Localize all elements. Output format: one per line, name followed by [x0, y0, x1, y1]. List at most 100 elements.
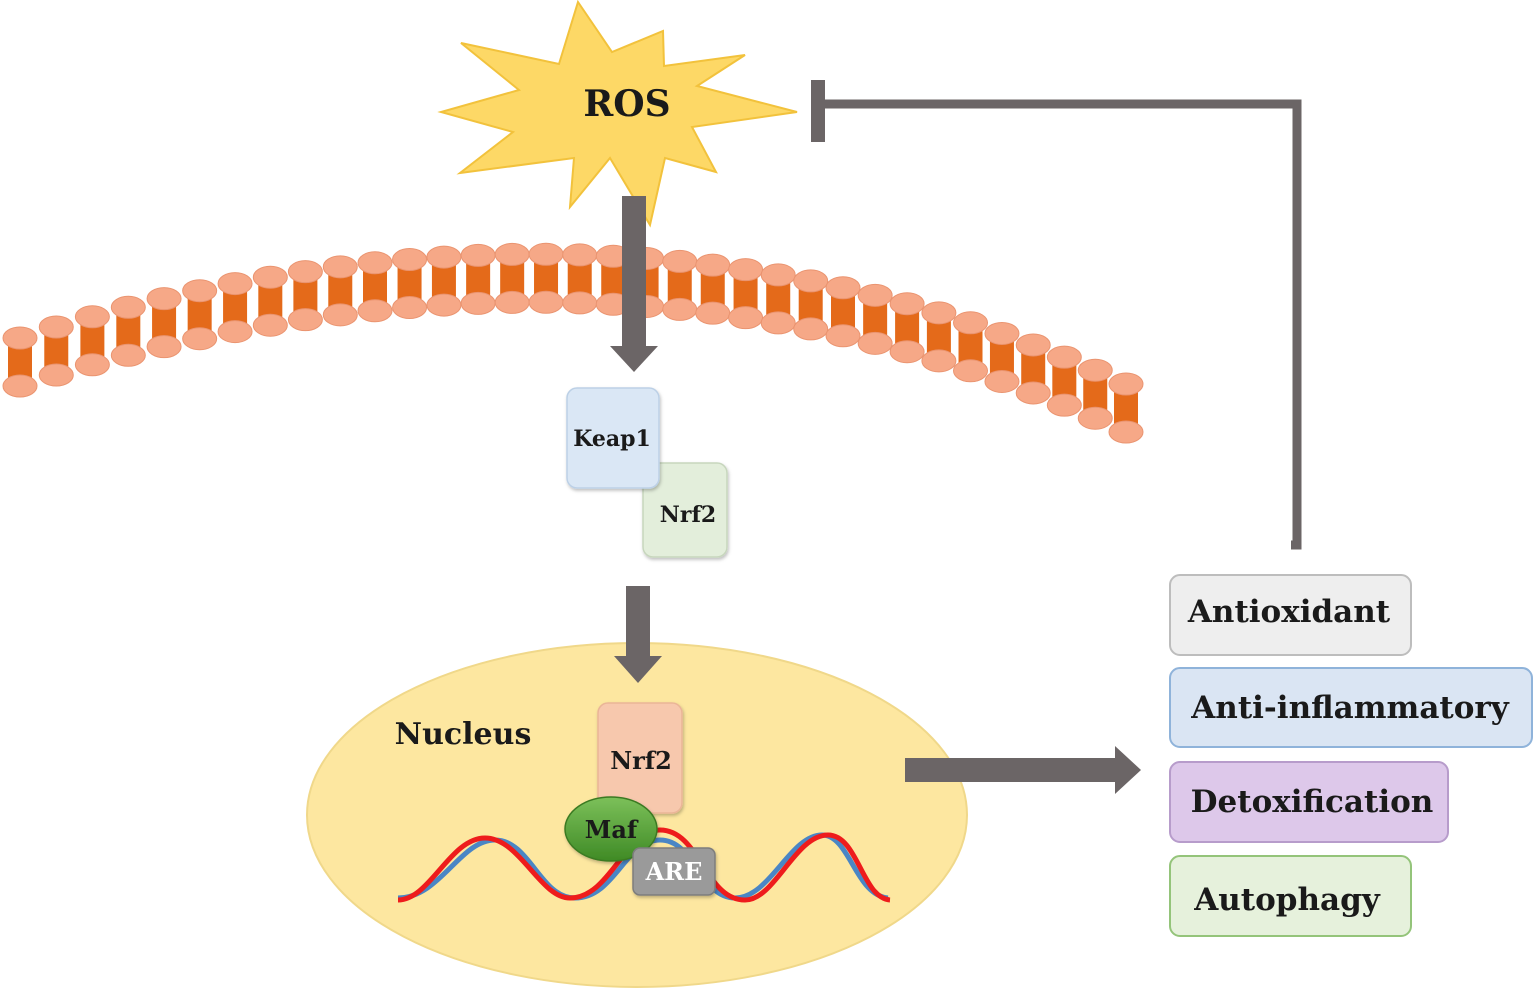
lipid-head-outer: [728, 258, 764, 282]
lipid-head-outer: [695, 253, 731, 277]
lipid-head-inner: [252, 313, 288, 337]
lipid-unit: [110, 295, 146, 367]
lipid-head-inner: [1046, 393, 1082, 417]
lipid-head-outer: [110, 295, 146, 319]
lipid-unit: [984, 321, 1020, 393]
anti-inflammatory-box: [1169, 667, 1533, 748]
lipid-unit: [825, 276, 861, 348]
lipid-unit: [728, 258, 764, 330]
maf-ellipse: [564, 796, 658, 862]
dna-double-helix: [397, 827, 891, 903]
keap1-nrf2-complex: Keap1 Nrf2: [566, 387, 728, 558]
lipid-unit: [595, 244, 631, 316]
lipid-head-outer: [857, 283, 893, 307]
lipid-head-outer: [953, 311, 989, 335]
lipid-head-outer: [146, 287, 182, 311]
outcomes-list: Antioxidant Anti-inflammatory Detoxifica…: [1169, 574, 1533, 937]
lipid-unit: [38, 315, 74, 387]
lipid-head-outer: [426, 245, 462, 269]
lipid-unit: [217, 272, 253, 344]
lipid-head-outer: [1046, 345, 1082, 369]
nrf2-cytoplasm-box: [642, 462, 728, 558]
inhibition-bar: [811, 80, 825, 142]
arrow-to-outcomes: [905, 746, 1141, 794]
lipid-head-inner: [357, 299, 393, 323]
lipid-head-inner: [825, 324, 861, 348]
lipid-head-inner: [728, 306, 764, 330]
are-box: [632, 847, 716, 896]
lipid-head-inner: [2, 374, 38, 398]
lipid-head-outer: [760, 263, 796, 287]
lipid-unit: [252, 265, 288, 337]
lipid-unit: [528, 242, 564, 314]
lipid-head-inner: [953, 359, 989, 383]
lipid-unit: [322, 255, 358, 327]
lipid-head-outer: [322, 255, 358, 279]
lipid-head-inner: [392, 296, 428, 320]
anti-inflammatory-label: Anti-inflammatory: [1190, 690, 1510, 726]
lipid-unit: [182, 279, 218, 351]
lipid-unit: [74, 305, 110, 377]
lipid-head-outer: [1015, 333, 1051, 357]
keap1-box: [566, 387, 660, 489]
lipid-unit: [857, 283, 893, 355]
lipid-head-outer: [793, 269, 829, 293]
lipid-head-inner: [322, 303, 358, 327]
lipid-unit: [494, 242, 530, 314]
lipid-head-outer: [562, 243, 598, 267]
lipid-head-outer: [74, 305, 110, 329]
lipid-unit: [146, 287, 182, 359]
lipid-head-outer: [662, 249, 698, 273]
lipid-unit: [392, 248, 428, 320]
lipid-unit: [695, 253, 731, 325]
lipid-head-inner: [217, 320, 253, 344]
lipid-head-outer: [2, 326, 38, 350]
are-label: ARE: [645, 857, 703, 886]
lipid-head-inner: [760, 311, 796, 335]
lipid-head-outer: [984, 321, 1020, 345]
lipid-head-outer: [252, 265, 288, 289]
lipid-unit: [1046, 345, 1082, 417]
nrf2-cytoplasm-label: Nrf2: [660, 502, 716, 528]
lipid-head-outer: [528, 242, 564, 266]
lipid-head-inner: [426, 293, 462, 317]
cell-membrane: [2, 242, 1144, 444]
nucleus-label: Nucleus: [395, 717, 532, 752]
dna-strand-red: [397, 827, 891, 903]
lipid-head-outer: [38, 315, 74, 339]
lipid-unit: [1015, 333, 1051, 405]
lipid-head-inner: [562, 291, 598, 315]
lipid-unit: [287, 260, 323, 332]
arrow-to-nucleus: [614, 586, 662, 683]
lipid-tail: [500, 254, 525, 303]
detoxification-label: Detoxification: [1191, 784, 1434, 820]
lipid-unit: [460, 243, 496, 315]
lipid-unit: [760, 263, 796, 335]
arrow-ros-to-keap1: [610, 196, 658, 372]
detoxification-box: [1169, 761, 1449, 843]
lipid-head-inner: [1108, 420, 1144, 444]
lipid-tail: [44, 326, 69, 375]
lipid-head-outer: [392, 248, 428, 272]
lipid-head-inner: [74, 353, 110, 377]
lipid-unit: [1108, 372, 1144, 444]
antioxidant-label: Antioxidant: [1187, 594, 1391, 630]
nrf2-nucleus-label: Nrf2: [610, 746, 672, 775]
lipid-head-inner: [494, 290, 530, 314]
lipid-head-inner: [921, 349, 957, 373]
lipid-unit: [2, 326, 38, 398]
autophagy-box: [1169, 855, 1412, 937]
lipid-head-inner: [889, 340, 925, 364]
lipid-head-inner: [460, 291, 496, 315]
lipid-head-outer: [287, 260, 323, 284]
lipid-unit: [889, 292, 925, 364]
lipid-head-inner: [528, 290, 564, 314]
lipid-head-inner: [662, 297, 698, 321]
ros-label: ROS: [583, 83, 670, 125]
lipid-unit: [562, 243, 598, 315]
lipid-head-inner: [984, 369, 1020, 393]
lipid-unit: [1077, 358, 1113, 430]
lipid-unit: [662, 249, 698, 321]
lipid-head-outer: [357, 251, 393, 275]
